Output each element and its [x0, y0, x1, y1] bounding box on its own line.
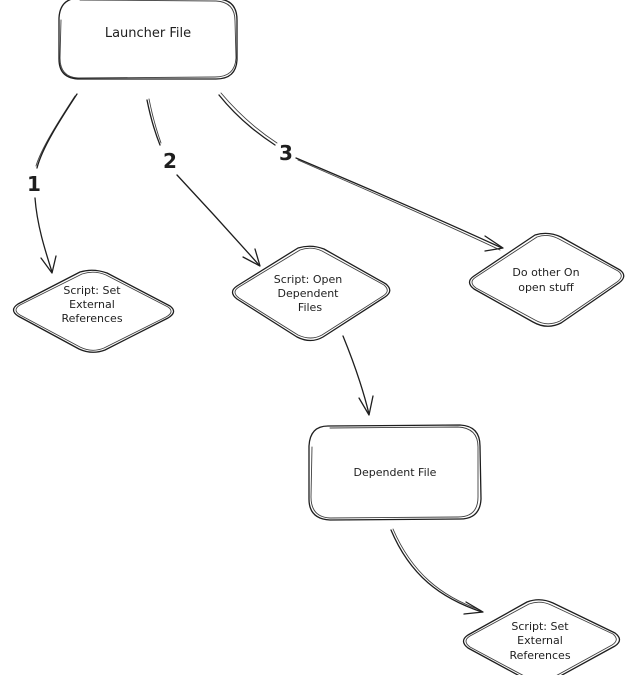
node-dependent-file[interactable]: Dependent File	[308, 424, 482, 521]
open-dependent-line-1: Script: Open	[274, 273, 343, 286]
set-refs-2-line-1: Script: Set	[511, 620, 569, 633]
edge-open-to-dependent-arrow	[342, 335, 374, 416]
edge-3-label: 3	[279, 141, 293, 165]
edge-3-arrow: 3	[218, 92, 504, 252]
node-open-dependent-files[interactable]: Script: Open Dependent Files	[231, 245, 391, 342]
edge-dependent-to-set-refs-arrow	[390, 528, 484, 615]
edge-2-label: 2	[163, 149, 177, 173]
edge-1-arrow: 1	[27, 93, 78, 274]
set-refs-2-line-3: References	[509, 649, 570, 662]
node-set-external-references-2[interactable]: Script: Set External References	[462, 599, 621, 675]
node-set-external-references-1[interactable]: Script: Set External References	[12, 269, 175, 353]
do-other-line-1: Do other On	[512, 266, 579, 279]
edge-1-label: 1	[27, 172, 41, 196]
node-launcher-file[interactable]: Launcher File	[58, 0, 238, 80]
node-do-other-stuff[interactable]: Do other On open stuff	[468, 232, 625, 327]
dependent-file-label: Dependent File	[354, 466, 437, 479]
set-refs-1-line-2: External	[69, 298, 115, 311]
launcher-label: Launcher File	[105, 26, 191, 41]
do-other-line-2: open stuff	[518, 281, 574, 294]
set-refs-1-line-3: References	[61, 312, 122, 325]
open-dependent-line-2: Dependent	[278, 287, 340, 300]
open-dependent-line-3: Files	[298, 301, 322, 314]
edge-2-arrow: 2	[146, 98, 261, 267]
set-refs-2-line-2: External	[517, 634, 563, 647]
set-refs-1-line-1: Script: Set	[63, 284, 121, 297]
